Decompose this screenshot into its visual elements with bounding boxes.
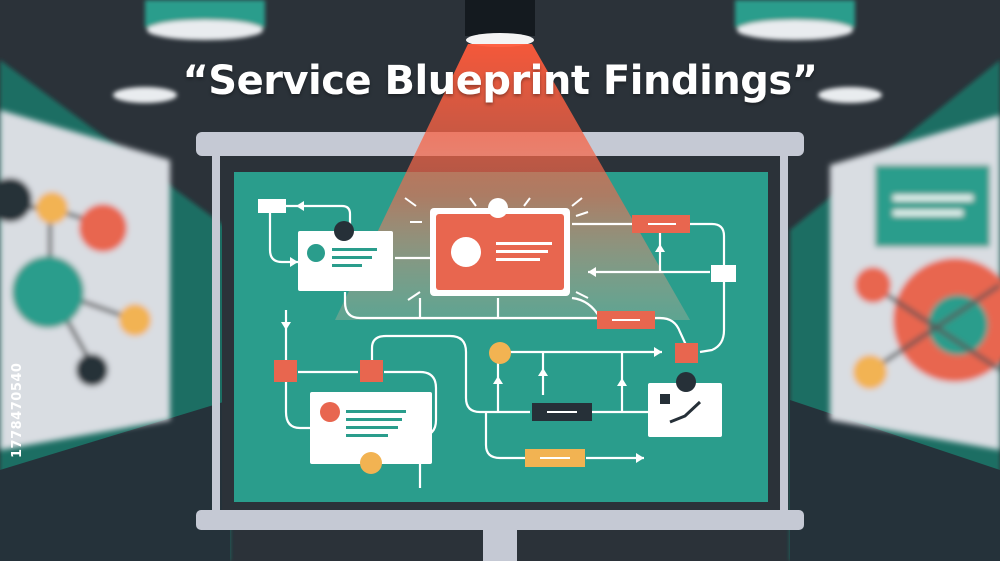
ceiling-lamp-icon [113, 0, 882, 103]
card-top-left [298, 221, 393, 291]
spotlight-icon [465, 0, 535, 47]
chart-card [648, 372, 722, 437]
page-title: “Service Blueprint Findings” [182, 58, 818, 104]
spotlight-beam [335, 44, 690, 320]
side-board-left [0, 110, 170, 450]
card-bottom-left [310, 392, 432, 474]
diagram-nodes [258, 199, 736, 467]
avatar-icon [451, 237, 481, 267]
chart-icon [669, 400, 702, 424]
card-featured [404, 197, 589, 301]
side-board-right [830, 115, 1000, 450]
stock-id-label: 1778470540 [10, 362, 25, 458]
diagram-arrows [281, 201, 665, 463]
